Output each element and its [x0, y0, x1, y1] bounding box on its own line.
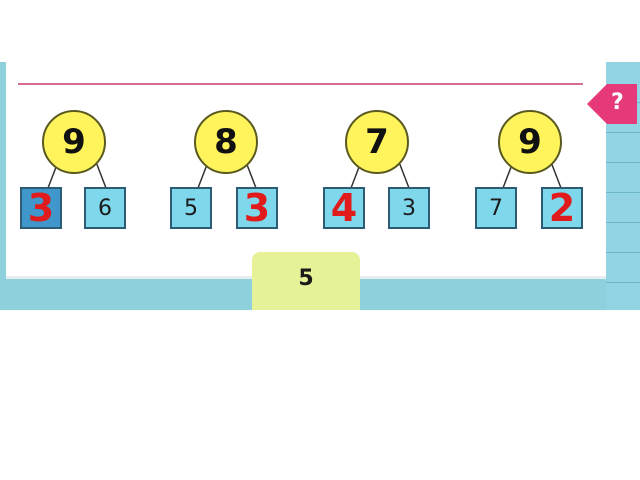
number-bond-4: 9 7 2 [475, 110, 633, 235]
number-bond-3: 7 4 3 [323, 110, 481, 235]
page-number-tab: 5 [252, 252, 360, 310]
question-mark-icon: ? [611, 90, 624, 115]
top-rule-line [18, 83, 583, 85]
answer-part[interactable]: 2 [541, 186, 583, 230]
whole-number: 9 [498, 110, 562, 174]
whole-number: 9 [42, 110, 106, 174]
number-bond-2: 8 5 3 [170, 110, 328, 235]
whole-number: 7 [345, 110, 409, 174]
answer-part[interactable]: 4 [323, 186, 365, 230]
workbook-page [6, 62, 607, 279]
answer-part[interactable]: 3 [236, 186, 278, 230]
answer-part[interactable]: 3 [20, 186, 62, 230]
given-part: 6 [84, 187, 126, 229]
whole-number: 8 [194, 110, 258, 174]
given-part: 7 [475, 187, 517, 229]
given-part: 5 [170, 187, 212, 229]
page-number: 5 [298, 266, 314, 291]
number-bond-1: 9 3 6 [20, 110, 178, 235]
given-part: 3 [388, 187, 430, 229]
